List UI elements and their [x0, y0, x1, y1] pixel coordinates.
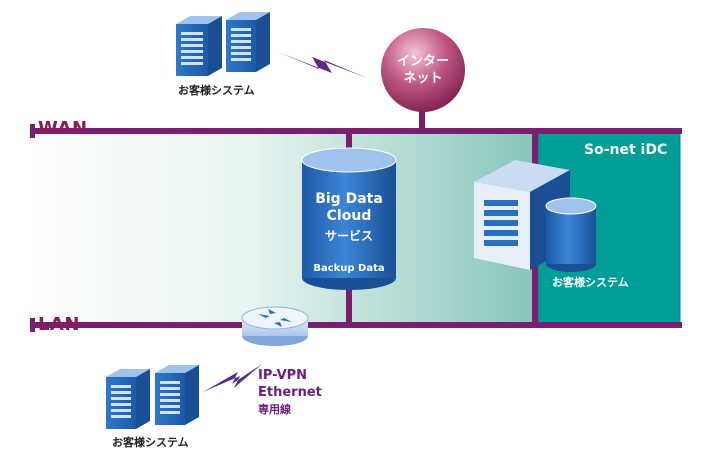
cloud-label-line1: Big Data: [315, 191, 383, 207]
customer-system-label-datacenter: お客様システム: [552, 276, 629, 289]
lightning-icon: [203, 364, 262, 392]
wan-label: WAN: [38, 118, 88, 139]
datacenter-label: So-net iDC: [584, 142, 668, 158]
internet-label-line1: インター: [396, 54, 449, 69]
database-cylinder-icon: [545, 197, 597, 272]
lightning-icon: [278, 52, 367, 78]
lan-label: LAN: [38, 314, 80, 335]
customer-system-label-top: お客様システム: [178, 84, 255, 97]
lan-line: [30, 322, 682, 328]
vpn-label-line2: Ethernet: [258, 385, 322, 400]
cloud-label-line3: サービス: [324, 229, 373, 243]
cloud-label-line2: Cloud: [326, 208, 372, 224]
wan-line: [30, 128, 682, 134]
server-icon: [226, 12, 270, 72]
database-cylinder-icon: [301, 147, 397, 290]
server-icon: [176, 16, 222, 76]
vpn-label-line3: 専用線: [258, 403, 291, 416]
customer-system-label-bottom: お客様システム: [112, 436, 189, 449]
cloud-label-line4: Backup Data: [313, 263, 385, 274]
server-icon: [106, 369, 150, 429]
vpn-label-line1: IP-VPN: [258, 368, 308, 383]
internet-bubble: [381, 28, 465, 112]
internet-label-line2: ネット: [403, 71, 443, 86]
server-icon: [155, 365, 199, 425]
router-icon: [241, 306, 309, 346]
